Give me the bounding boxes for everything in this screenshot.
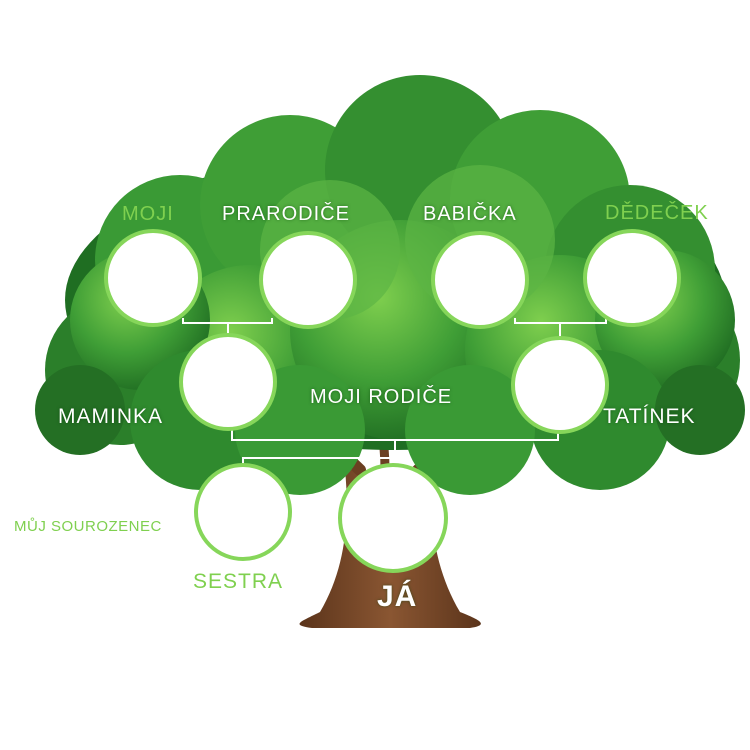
- label-moji: MOJI: [122, 203, 174, 225]
- label-babicka: BABIČKA: [423, 203, 517, 225]
- photo-frame-grandfather[interactable]: [583, 229, 681, 327]
- label-muj-sourozenec: MŮJ SOUROZENEC: [14, 518, 162, 535]
- label-ja: JÁ: [377, 580, 418, 613]
- label-prarodice: PRARODIČE: [222, 203, 350, 225]
- label-moji-rodice: MOJI RODIČE: [310, 386, 453, 408]
- photo-frame-mother[interactable]: [179, 333, 277, 431]
- label-maminka: MAMINKA: [58, 405, 164, 428]
- label-tatinek: TATÍNEK: [603, 405, 696, 428]
- label-dedecek: DĚDEČEK: [605, 202, 709, 224]
- photo-frame-father[interactable]: [511, 336, 609, 434]
- label-sestra: SESTRA: [193, 570, 284, 593]
- photo-frame-me[interactable]: [338, 463, 448, 573]
- photo-frame-grandmother[interactable]: [431, 231, 529, 329]
- photo-frame-grandparent-2[interactable]: [259, 231, 357, 329]
- photo-frame-grandparent-1[interactable]: [104, 229, 202, 327]
- photo-frame-sibling[interactable]: [194, 463, 292, 561]
